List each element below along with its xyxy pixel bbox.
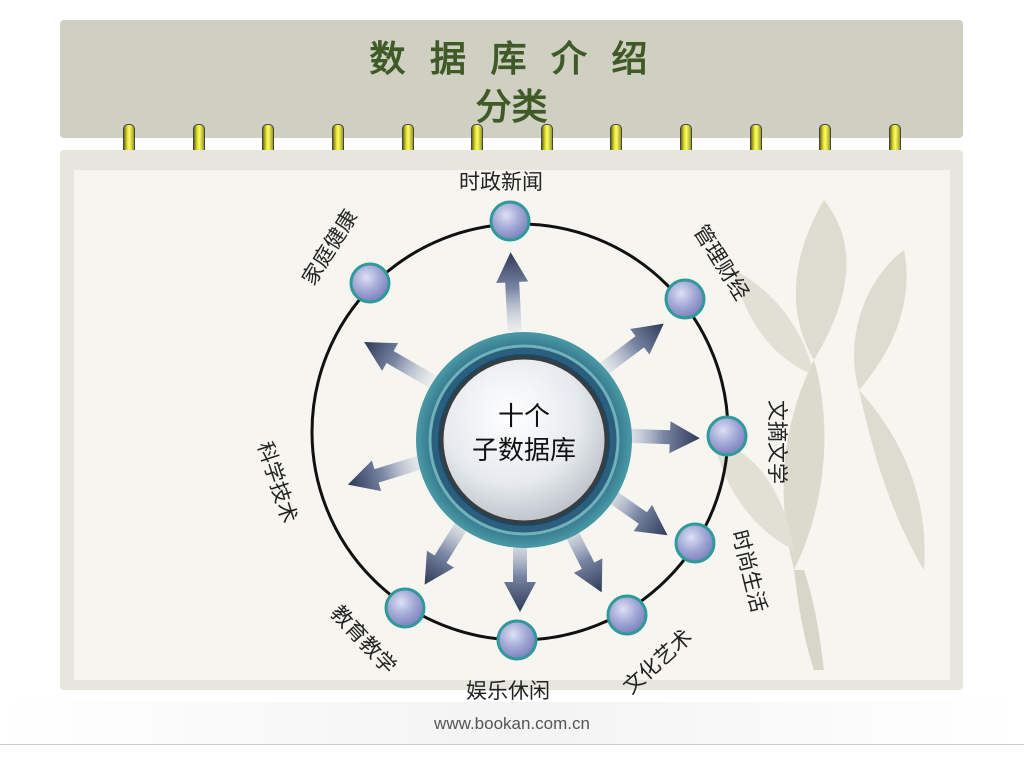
hub-line-2: 子数据库 <box>471 436 576 466</box>
footer-bar <box>0 702 1024 744</box>
arrow-upper-right <box>595 323 664 378</box>
node-yule[interactable] <box>496 619 538 661</box>
node-shishang[interactable] <box>674 522 716 564</box>
title-banner: 数 据 库 介 绍 分类 <box>60 20 963 138</box>
arrow-down-left <box>424 513 473 585</box>
hub-line-1: 十个 <box>497 402 550 432</box>
arrow-down <box>504 532 536 612</box>
node-jiaoyu[interactable] <box>384 587 426 629</box>
category-label-wenzhai: 文摘文学 <box>765 400 789 484</box>
node-shizheng[interactable] <box>489 200 531 242</box>
arrow-upper-left <box>364 342 437 389</box>
category-label-yule: 娱乐休闲 <box>466 679 550 703</box>
node-guanli[interactable] <box>664 278 706 320</box>
hub <box>416 332 632 548</box>
node-wenzhai[interactable] <box>706 415 748 457</box>
title-line-2: 分类 <box>475 87 548 128</box>
arrow-up <box>496 252 529 333</box>
footer-url[interactable]: www.bookan.com.cn <box>434 714 590 733</box>
title-line-1: 数 据 库 介 绍 <box>369 39 654 80</box>
category-label-shizheng: 时政新闻 <box>459 170 543 194</box>
node-jiating[interactable] <box>349 262 391 304</box>
node-wenhua[interactable] <box>606 594 648 636</box>
flower-watermark <box>714 200 925 670</box>
arrow-left <box>347 454 427 492</box>
hub-label: 十个 子数据库 <box>444 400 604 468</box>
footer-divider-bottom <box>0 744 1024 745</box>
node-group <box>349 200 748 661</box>
arrow-right <box>619 421 700 454</box>
